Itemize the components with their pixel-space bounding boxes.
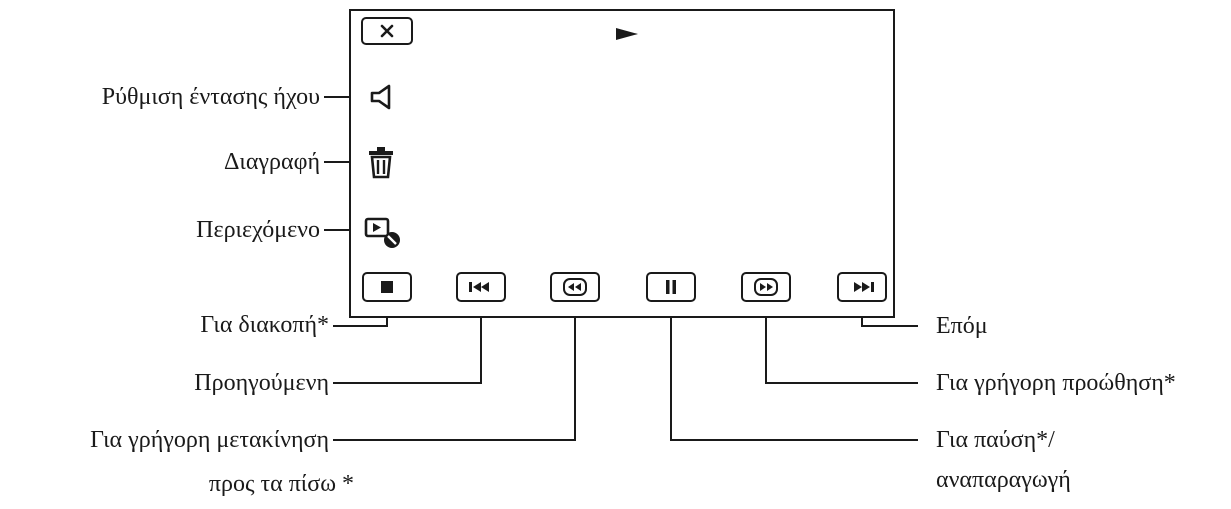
label-fast-forward: Για γρήγορη προώθηση* <box>936 370 1176 396</box>
pause-button[interactable] <box>646 272 696 302</box>
speaker-icon <box>370 84 391 110</box>
label-pause-line1: Για παύση*/ <box>936 427 1055 453</box>
pause-icon <box>666 280 676 294</box>
volume-button[interactable] <box>366 82 400 112</box>
stop-icon <box>381 281 393 293</box>
fast-forward-button[interactable] <box>741 272 791 302</box>
next-button[interactable] <box>837 272 887 302</box>
skip-previous-icon <box>469 282 489 292</box>
label-delete: Διαγραφή <box>223 149 320 175</box>
delete-button[interactable] <box>364 144 398 180</box>
play-icon <box>616 28 638 40</box>
play-status <box>614 24 640 44</box>
rewind-button[interactable] <box>550 272 600 302</box>
close-button[interactable] <box>361 17 413 45</box>
close-icon <box>380 24 394 38</box>
callout-line-previous <box>333 301 482 384</box>
rewind-icon <box>563 278 587 296</box>
stop-button[interactable] <box>362 272 412 302</box>
label-previous: Προηγούμενη <box>194 370 329 396</box>
label-pause-line2: αναπαραγωγή <box>936 467 1071 493</box>
label-rewind-line1: Για γρήγορη μετακίνηση <box>90 427 329 453</box>
label-context: Περιεχόμενο <box>196 217 320 243</box>
playback-screen <box>349 9 895 318</box>
callout-line-rewind <box>333 301 576 441</box>
fast-forward-icon <box>754 278 778 296</box>
context-button[interactable] <box>364 215 404 249</box>
label-rewind-line2: προς τα πίσω * <box>208 471 354 497</box>
label-volume: Ρύθμιση έντασης ήχου <box>101 84 320 110</box>
callout-line-fast-forward <box>765 301 918 384</box>
context-menu-icon <box>364 217 400 248</box>
previous-button[interactable] <box>456 272 506 302</box>
skip-next-icon <box>854 282 874 292</box>
label-next: Επόμ <box>936 313 988 339</box>
trash-icon <box>369 147 393 179</box>
label-stop: Για διακοπή* <box>200 312 329 338</box>
callout-line-pause <box>670 301 918 441</box>
